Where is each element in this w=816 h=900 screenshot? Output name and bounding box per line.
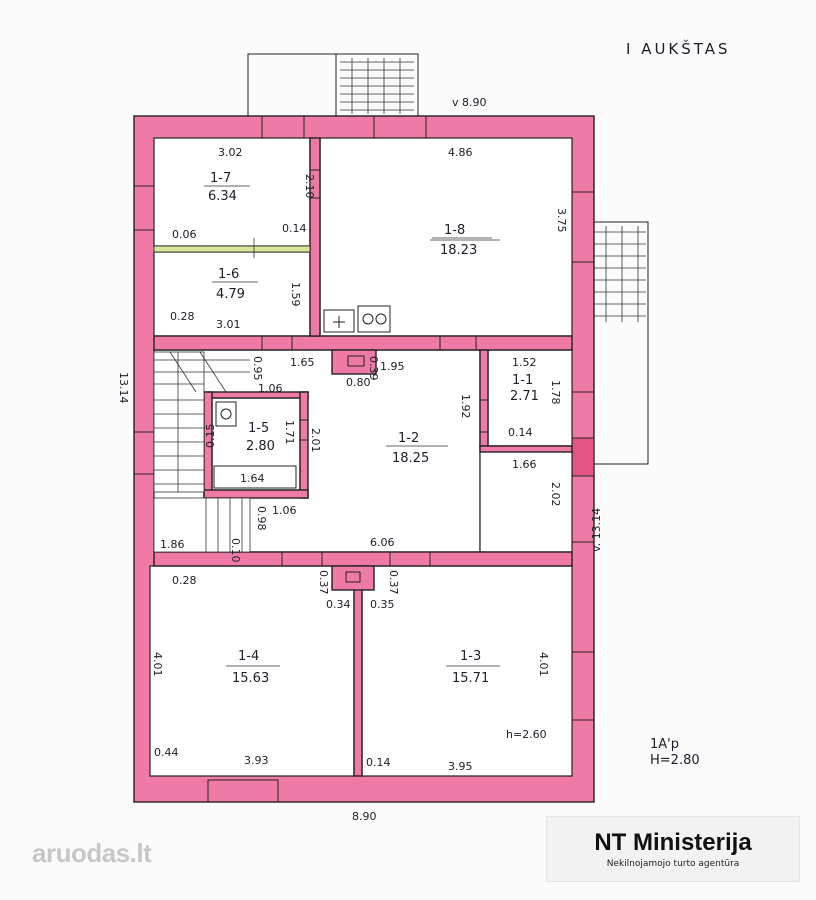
right-stair [591,221,649,465]
svg-text:0.14: 0.14 [508,426,533,439]
svg-text:3.01: 3.01 [216,318,241,331]
svg-text:0.28: 0.28 [170,310,195,323]
svg-text:1.64: 1.64 [240,472,265,485]
svg-text:4.79: 4.79 [216,287,245,302]
svg-text:3.93: 3.93 [244,754,269,767]
svg-text:3.02: 3.02 [218,146,243,159]
room-1-4 [149,565,355,777]
svg-text:0.98: 0.98 [255,506,268,531]
interior-stair [153,351,251,553]
room-1-3 [361,565,573,777]
svg-text:0.39: 0.39 [367,356,380,381]
svg-text:1-3: 1-3 [460,649,481,664]
svg-text:1-2: 1-2 [398,431,419,446]
svg-text:2.10: 2.10 [303,174,316,199]
nt-ministerija-logo: NT Ministerija Nekilnojamojo turto agent… [546,816,800,882]
svg-text:18.25: 18.25 [392,451,429,466]
svg-text:v 8.90: v 8.90 [452,96,487,109]
svg-text:H=2.80: H=2.80 [650,753,700,768]
svg-text:4.86: 4.86 [448,146,473,159]
svg-text:15.63: 15.63 [232,671,269,686]
svg-text:1-1: 1-1 [512,373,533,388]
svg-text:0.35: 0.35 [370,598,395,611]
svg-text:2.80: 2.80 [246,439,275,454]
svg-text:2.71: 2.71 [510,389,539,404]
floor-title: I AUKŠTAS [626,39,731,58]
svg-text:1.66: 1.66 [512,458,537,471]
fixtures [213,305,391,489]
svg-text:3.75: 3.75 [555,208,568,233]
svg-text:6.06: 6.06 [370,536,395,549]
dimension-lines [166,238,500,258]
aruodas-watermark: aruodas.lt [32,838,152,868]
svg-text:6.34: 6.34 [208,189,237,204]
labels: I AUKŠTAS v 8.90 8.90 13.14 v. 13.14 3.0… [117,39,731,823]
svg-text:0.06: 0.06 [172,228,197,241]
svg-text:0.14: 0.14 [282,222,307,235]
svg-text:1.92: 1.92 [459,394,472,419]
svg-text:0.37: 0.37 [387,570,400,595]
svg-text:0.44: 0.44 [154,746,179,759]
svg-text:1-5: 1-5 [248,421,269,436]
svg-text:1.95: 1.95 [380,360,405,373]
room-1-8 [319,137,573,337]
svg-text:1.59: 1.59 [289,282,302,307]
svg-text:h=2.60: h=2.60 [506,728,547,741]
svg-text:1-4: 1-4 [238,649,259,664]
svg-text:0.37: 0.37 [317,570,330,595]
brand-name: NT Ministerija [594,829,752,856]
svg-text:1-8: 1-8 [444,223,465,238]
svg-text:1-7: 1-7 [210,171,231,186]
svg-text:13.14: 13.14 [117,372,130,404]
svg-text:15.71: 15.71 [452,671,489,686]
svg-text:2.01: 2.01 [309,428,322,453]
svg-text:1.06: 1.06 [258,382,283,395]
svg-text:1.71: 1.71 [283,420,296,445]
svg-text:1.86: 1.86 [160,538,185,551]
svg-text:0.15: 0.15 [204,424,217,449]
svg-text:0.14: 0.14 [366,756,391,769]
svg-text:8.90: 8.90 [352,810,377,823]
svg-text:4.01: 4.01 [537,652,550,677]
svg-text:1.65: 1.65 [290,356,315,369]
brand-tagline: Nekilnojamojo turto agentūra [606,859,740,869]
svg-text:1-6: 1-6 [218,267,239,282]
top-porch [247,53,419,117]
svg-text:0.80: 0.80 [346,376,371,389]
svg-text:3.95: 3.95 [448,760,473,773]
svg-text:0.34: 0.34 [326,598,351,611]
partitions [153,137,573,777]
room-1-1 [487,349,573,447]
svg-text:1.52: 1.52 [512,356,537,369]
svg-text:0.28: 0.28 [172,574,197,587]
svg-text:1.78: 1.78 [549,380,562,405]
svg-text:18.23: 18.23 [440,243,477,258]
svg-text:0.10: 0.10 [229,538,242,563]
room-1-7 [153,137,311,247]
svg-text:v. 13.14: v. 13.14 [590,508,603,552]
svg-text:4.01: 4.01 [151,652,164,677]
svg-text:0.95: 0.95 [251,356,264,381]
svg-text:1A'p: 1A'p [650,737,679,752]
svg-text:1.06: 1.06 [272,504,297,517]
svg-text:2.02: 2.02 [549,482,562,507]
